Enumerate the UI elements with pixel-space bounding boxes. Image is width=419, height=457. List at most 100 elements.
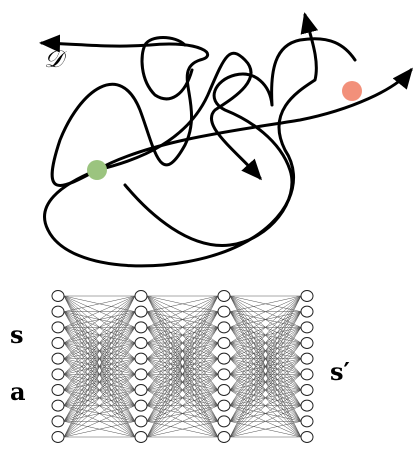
network-neuron-layer-4: [300, 352, 314, 365]
network-edge: [146, 405, 219, 438]
network-neuron-layer-2: [134, 384, 148, 396]
network-edge: [63, 295, 136, 391]
network-neuron-layer-4: [300, 415, 314, 428]
network-edge: [63, 295, 136, 438]
network-neuron-layer-4: [300, 305, 314, 318]
network-edge: [63, 374, 136, 438]
network-edge: [229, 421, 302, 438]
network-neuron-layer-3: [217, 305, 231, 318]
input-action-label: a: [10, 377, 26, 406]
network-edge: [146, 421, 219, 438]
network-neuron-layer-1: [51, 305, 65, 318]
output-state-label: s′: [330, 357, 350, 386]
network-edge: [146, 389, 219, 438]
network-neuron-layer-2: [134, 399, 148, 412]
trajectory-2: [95, 51, 262, 181]
network-neuron-layer-4: [300, 399, 314, 412]
network-neuron-layer-2: [134, 305, 148, 318]
network-edge: [146, 327, 219, 438]
network-edge: [229, 327, 302, 438]
network-neuron-layer-3: [217, 399, 231, 412]
network-edge: [229, 374, 302, 438]
network-edge: [146, 295, 219, 344]
network-neuron-layer-4: [300, 368, 314, 381]
network-edge: [146, 295, 219, 328]
network-neuron-layer-2: [134, 431, 148, 443]
network-edge: [63, 295, 136, 328]
network-neuron-layer-3: [217, 321, 231, 334]
network-edge: [146, 342, 219, 438]
network-edge: [229, 295, 302, 422]
network-edge: [146, 358, 219, 438]
network-neuron-layer-3: [217, 352, 231, 365]
network-neuron-layer-3: [217, 290, 231, 302]
dataset-label: 𝒟: [44, 45, 68, 73]
network-neuron-layer-3: [217, 415, 231, 428]
network-neuron-layer-4: [300, 431, 314, 443]
network-neuron-layer-1: [51, 431, 65, 443]
network-neuron-layer-2: [134, 321, 148, 334]
network-edge: [146, 295, 219, 406]
network-edge: [146, 295, 219, 422]
network-neuron-layer-3: [217, 337, 231, 349]
trajectory-1: [39, 34, 209, 187]
network-neuron-layer-4: [300, 337, 314, 349]
network-edge: [229, 405, 302, 438]
network-neuron-layer-1: [51, 384, 65, 396]
network-edge: [63, 405, 136, 438]
network-edge: [63, 311, 136, 438]
network-edge: [146, 295, 219, 438]
network-edge: [229, 295, 302, 328]
network-edge: [229, 389, 302, 438]
goal-node: [342, 81, 362, 101]
network-neuron-layer-2: [134, 337, 148, 349]
network-edge: [229, 295, 302, 359]
network-edge: [229, 295, 302, 344]
network-neuron-layer-2: [134, 415, 148, 428]
network-edge: [146, 295, 219, 312]
network-edge: [229, 295, 302, 391]
network-edge: [63, 295, 136, 344]
network-nodes: [51, 290, 314, 443]
network-neuron-layer-4: [300, 384, 314, 396]
network-neuron-layer-3: [217, 368, 231, 381]
input-state-label: s: [10, 320, 24, 349]
network-neuron-layer-3: [217, 431, 231, 443]
network-edge: [63, 295, 136, 312]
network-neuron-layer-1: [51, 368, 65, 381]
network-neuron-layer-2: [134, 290, 148, 302]
network-edge: [63, 295, 136, 359]
network-edge: [229, 295, 302, 375]
network-edge: [146, 295, 219, 375]
network-edge: [229, 311, 302, 438]
network-edges: [63, 295, 302, 438]
network-neuron-layer-2: [134, 368, 148, 381]
network-edge: [229, 295, 302, 406]
network-neuron-layer-1: [51, 352, 65, 365]
trajectory-5: [123, 37, 357, 247]
network-edge: [146, 295, 219, 391]
network-edge: [63, 295, 136, 406]
network-neuron-layer-1: [51, 290, 65, 302]
trajectory-3: [95, 67, 413, 172]
network-edge: [229, 295, 302, 312]
network-neuron-layer-3: [217, 384, 231, 396]
network-edge: [63, 295, 136, 422]
network-edge: [146, 374, 219, 438]
network-edge: [229, 358, 302, 438]
network-edge: [63, 342, 136, 438]
trajectories-group: [39, 12, 413, 268]
network-edge: [63, 421, 136, 438]
network-edge: [229, 342, 302, 438]
network-edge: [146, 295, 219, 359]
network-neuron-layer-1: [51, 337, 65, 349]
network-edge: [63, 295, 136, 375]
network-edge: [229, 295, 302, 438]
network-edge: [63, 327, 136, 438]
network-neuron-layer-4: [300, 290, 314, 302]
network-edge: [146, 311, 219, 438]
network-neuron-layer-2: [134, 352, 148, 365]
network-edge: [63, 358, 136, 438]
trajectory-6: [140, 36, 194, 101]
